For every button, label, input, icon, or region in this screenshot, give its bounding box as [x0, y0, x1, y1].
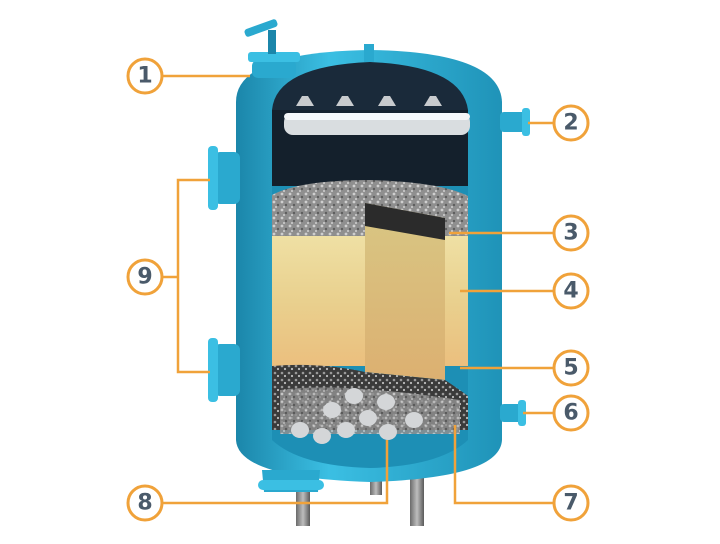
svg-text:5: 5 [563, 356, 578, 381]
svg-text:8: 8 [137, 491, 152, 516]
svg-text:7: 7 [563, 491, 578, 516]
callout-9: 9 [128, 260, 162, 294]
svg-text:9: 9 [137, 265, 152, 290]
callout-8: 8 [128, 486, 162, 520]
callout-2: 2 [554, 106, 588, 140]
manholes [208, 146, 240, 402]
filter-media [272, 180, 468, 434]
svg-text:2: 2 [563, 111, 578, 136]
inlet-valve [244, 18, 300, 78]
svg-text:6: 6 [563, 401, 578, 426]
callout-3: 3 [554, 216, 588, 250]
callout-6: 6 [554, 396, 588, 430]
outlet-nozzles [500, 108, 530, 426]
callout-5: 5 [554, 351, 588, 385]
top-vent [364, 44, 374, 62]
callout-7: 7 [554, 486, 588, 520]
svg-text:3: 3 [563, 221, 578, 246]
bottom-drain [258, 470, 324, 492]
callout-1: 1 [128, 59, 162, 93]
svg-text:1: 1 [137, 64, 152, 89]
callout-4: 4 [554, 274, 588, 308]
svg-text:4: 4 [563, 279, 578, 304]
